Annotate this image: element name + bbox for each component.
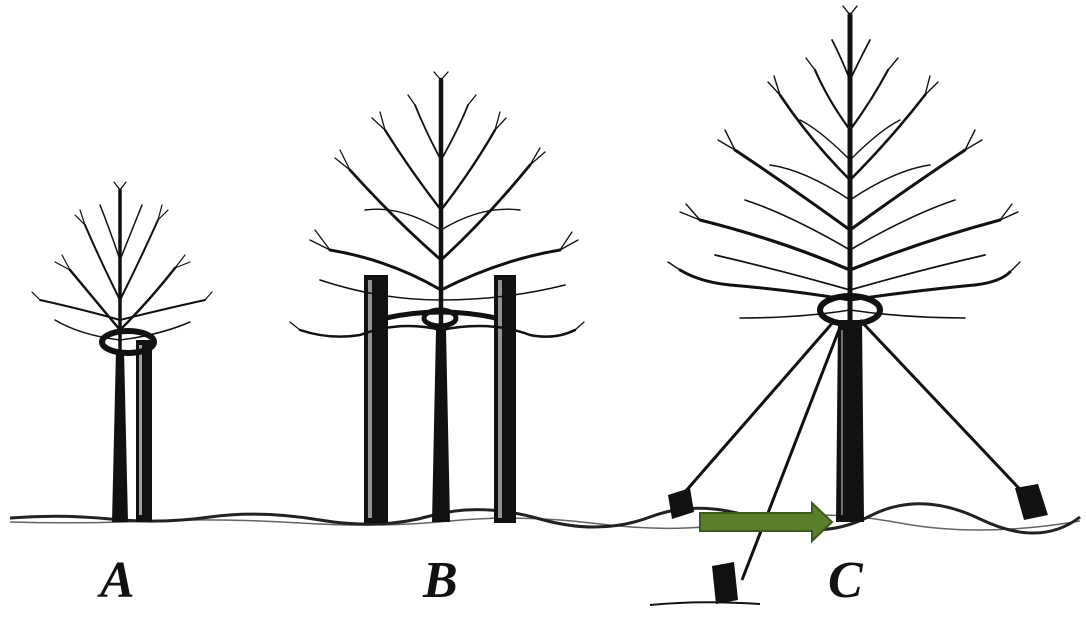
tree-b-trunk — [432, 330, 450, 522]
tree-b — [289, 71, 585, 523]
green-arrow-icon — [699, 500, 834, 544]
tree-c-left-peg — [668, 488, 694, 519]
label-b: B — [422, 552, 458, 609]
label-a: A — [97, 552, 135, 609]
tree-c-right-peg — [1015, 484, 1048, 520]
tree-c-trunk — [836, 320, 864, 522]
tree-c-guy-wires — [676, 318, 1032, 581]
tree-a-tie — [99, 328, 157, 356]
tree-c — [649, 5, 1048, 606]
tree-a — [31, 181, 213, 522]
tree-a-canopy — [31, 181, 213, 352]
label-c: C — [828, 552, 864, 609]
ground-line — [9, 502, 1081, 535]
tree-b-left-stake — [364, 275, 388, 523]
tree-c-front-peg — [712, 562, 738, 604]
tree-b-canopy — [289, 71, 585, 338]
tree-c-canopy — [667, 5, 1021, 323]
tree-c-anchor-pegs — [649, 484, 1048, 606]
tree-b-right-stake — [494, 275, 516, 523]
tree-a-stake — [136, 340, 152, 522]
tree-a-trunk — [112, 350, 128, 522]
